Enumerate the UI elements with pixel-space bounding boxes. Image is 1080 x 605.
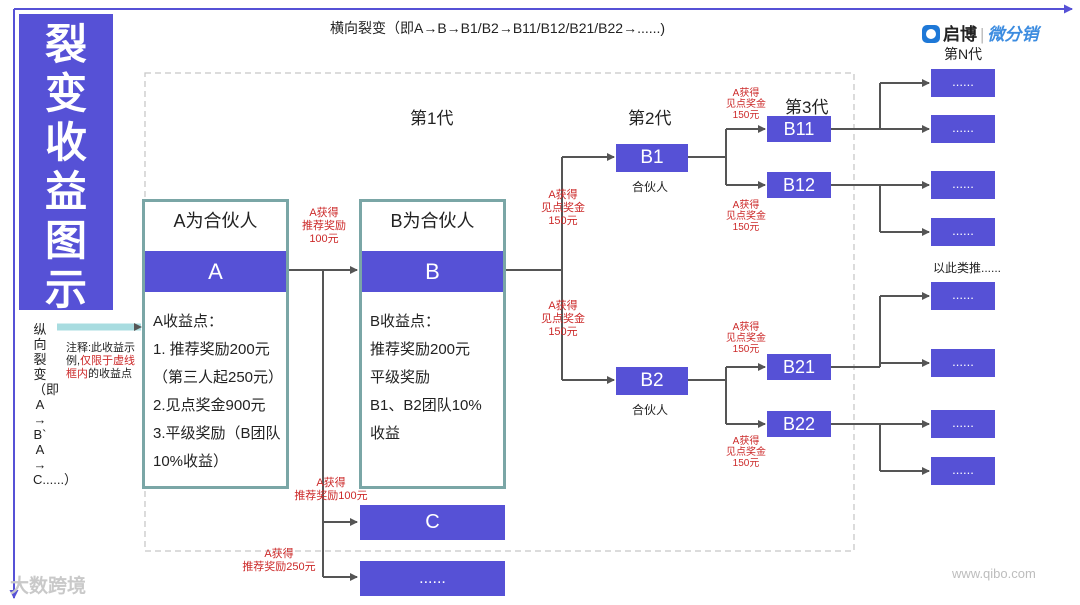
box-b-bar: B bbox=[362, 251, 503, 292]
node-more: ...... bbox=[360, 561, 505, 596]
brand-icon bbox=[922, 25, 940, 43]
node-b11: B11 bbox=[767, 116, 831, 142]
partner-box-b: B为合伙人 B B收益点： 推荐奖励200元平级奖励 B1、B2团队10% 收益 bbox=[359, 199, 506, 489]
box-line: 收益 bbox=[370, 425, 401, 442]
brand-logo: 启博|微分销 bbox=[922, 20, 1038, 45]
reward-label: A获得推荐奖励100元 bbox=[294, 477, 368, 502]
box-line: 推荐奖励200元 bbox=[370, 341, 471, 358]
horizontal-fission-label: 横向裂变（即A→B→B1/B2→B11/B12/B21/B22→......) bbox=[330, 20, 666, 36]
etc-label: 以此类推...... bbox=[933, 261, 1002, 275]
leaf-node: ...... bbox=[931, 457, 995, 485]
title-char: 变 bbox=[44, 69, 87, 118]
vertical-fission-label: 纵向裂变（即A→B`A→C......） bbox=[33, 322, 78, 487]
note-highlight: 仅限于虚线框内 bbox=[66, 355, 136, 380]
box-a-head: A为合伙人 bbox=[173, 211, 258, 231]
box-line: A收益点： bbox=[153, 313, 224, 330]
node-c: C bbox=[360, 505, 505, 540]
leaf-node: ...... bbox=[931, 282, 995, 310]
leaf-node: ...... bbox=[931, 349, 995, 377]
box-line: 平级奖励 bbox=[370, 369, 431, 386]
b1-partner-label: 合伙人 bbox=[632, 180, 669, 194]
box-line: 3.平级奖励（B团队 bbox=[153, 425, 281, 442]
box-a-bar: A bbox=[145, 251, 286, 292]
title-banner: 裂变收益图示 bbox=[19, 14, 113, 314]
leaf-node: ...... bbox=[931, 115, 995, 143]
node-b22: B22 bbox=[767, 411, 831, 437]
b2-partner-label: 合伙人 bbox=[632, 403, 669, 417]
title-char: 示 bbox=[44, 265, 87, 314]
leaf-node: ...... bbox=[931, 410, 995, 438]
title-char: 收 bbox=[44, 118, 87, 167]
genN-label: 第N代 bbox=[944, 46, 983, 62]
node-b21: B21 bbox=[767, 354, 831, 380]
reward-label: A获得推荐奖励250元 bbox=[242, 548, 316, 573]
title-char: 裂 bbox=[44, 20, 87, 69]
box-line: 1. 推荐奖励200元 bbox=[153, 341, 270, 358]
box-a-body: A收益点： 1. 推荐奖励200元 （第三人起250元） 2.见点奖金900元 3.平级… bbox=[153, 308, 284, 476]
watermark-right: www.qibo.com bbox=[952, 566, 1036, 581]
box-line: 2.见点奖金900元 bbox=[153, 397, 266, 414]
box-line: B收益点： bbox=[370, 313, 441, 330]
brand-sub: 微分销 bbox=[987, 25, 1039, 44]
box-b-head: B为合伙人 bbox=[390, 211, 475, 231]
title-char: 益 bbox=[44, 167, 87, 216]
watermark-left: 大数跨境 bbox=[10, 576, 87, 597]
title-char: 图 bbox=[44, 216, 87, 265]
box-line: （第三人起250元） bbox=[153, 369, 284, 386]
leaf-node: ...... bbox=[931, 218, 995, 246]
node-b12: B12 bbox=[767, 172, 831, 198]
page-title: 裂变收益图示 bbox=[19, 20, 113, 314]
partner-box-a: A为合伙人 A A收益点： 1. 推荐奖励200元 （第三人起250元） 2.见点奖金… bbox=[142, 199, 289, 489]
gen2-label: 第2代 bbox=[628, 109, 672, 128]
brand-name: 启博 bbox=[943, 25, 977, 44]
box-line: B1、B2团队10% bbox=[370, 397, 482, 414]
box-b-body: B收益点： 推荐奖励200元平级奖励 B1、B2团队10% 收益 bbox=[370, 308, 499, 448]
node-b1: B1 bbox=[616, 144, 688, 172]
annotation-note: 注释:此收益示例,仅限于虚线框内的收益点 bbox=[66, 342, 136, 380]
leaf-node: ...... bbox=[931, 69, 995, 97]
gen1-label: 第1代 bbox=[410, 109, 454, 128]
box-line: 10%收益） bbox=[153, 453, 229, 470]
leaf-node: ...... bbox=[931, 171, 995, 199]
node-b2: B2 bbox=[616, 367, 688, 395]
gen3-label: 第3代 bbox=[785, 98, 829, 117]
